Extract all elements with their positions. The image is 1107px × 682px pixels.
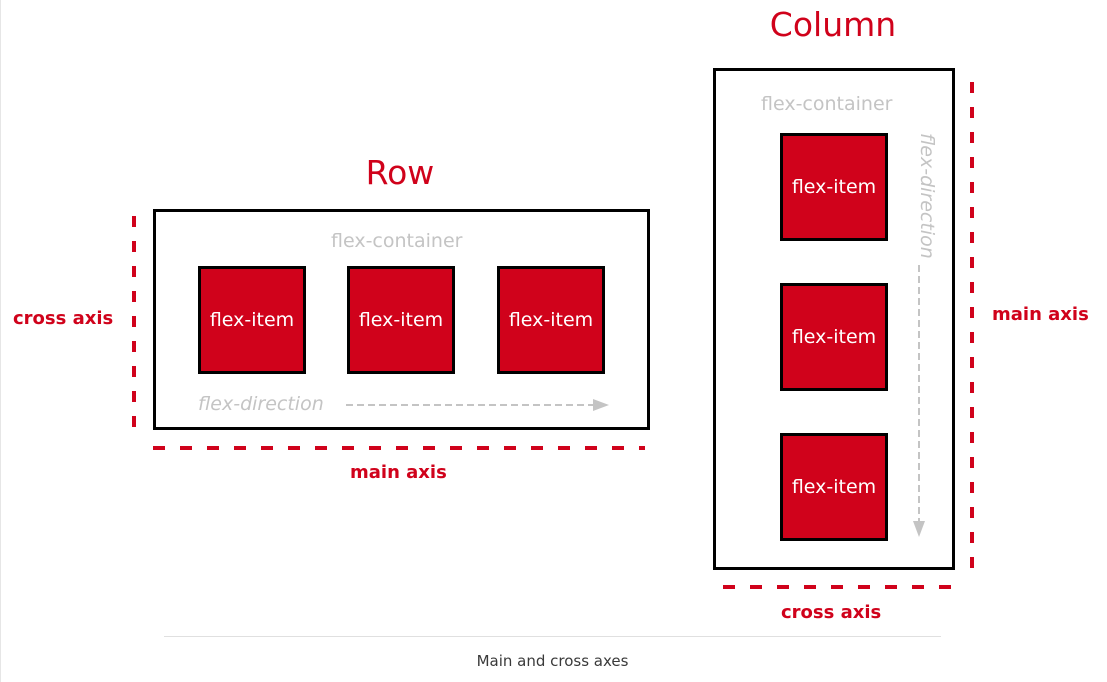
row-flex-item-1: flex-item [198,266,306,374]
row-flex-item-1-label: flex-item [209,308,295,331]
row-title: Row [365,153,435,192]
row-flex-item-3-label: flex-item [508,308,594,331]
column-cross-axis-line [723,585,955,589]
row-flex-item-3: flex-item [497,266,605,374]
row-cross-axis-label: cross axis [13,308,114,329]
column-flex-item-3-label: flex-item [791,475,877,498]
row-container-label: flex-container [331,230,463,252]
column-container-label: flex-container [761,93,893,115]
column-main-axis-line [970,82,974,572]
column-flex-item-3: flex-item [780,433,888,541]
column-flex-container: flex-container flex-item flex-item flex-… [713,68,955,570]
left-divider [0,0,1,682]
row-flex-container: flex-container flex-item flex-item flex-… [153,209,650,430]
row-main-axis-label: main axis [350,462,447,483]
column-flex-item-1-label: flex-item [791,175,877,198]
column-title: Column [769,5,897,44]
caption-divider [164,636,941,637]
row-main-axis-line [153,446,645,450]
column-main-axis-label: main axis [992,304,1089,325]
row-flex-item-2: flex-item [347,266,455,374]
column-flex-item-2-label: flex-item [791,325,877,348]
column-flex-item-1: flex-item [780,133,888,241]
row-direction-arrow [346,399,609,411]
row-direction-label: flex-direction [198,393,324,415]
column-flex-item-2: flex-item [780,283,888,391]
figure-caption: Main and cross axes [476,652,629,670]
row-flex-item-2-label: flex-item [358,308,444,331]
column-direction-label: flex-direction [916,133,938,259]
column-cross-axis-label: cross axis [781,602,882,623]
column-direction-arrow [913,265,925,537]
row-cross-axis-line [132,216,136,430]
